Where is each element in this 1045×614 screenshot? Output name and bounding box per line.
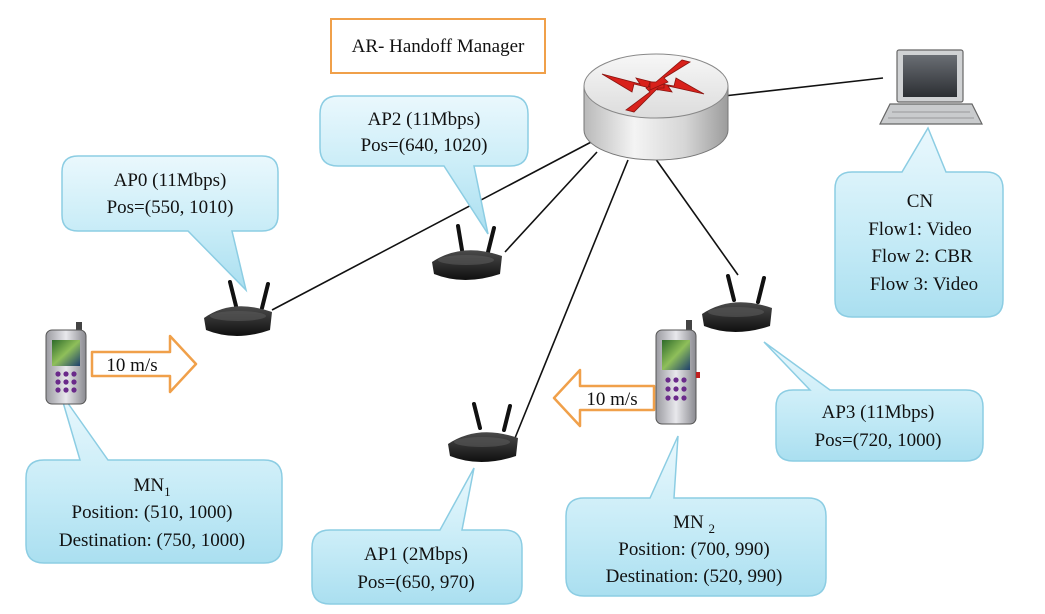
link-ap3-router [654, 157, 739, 276]
laptop-icon [879, 49, 983, 125]
mn1-callout: MN1 Position: (510, 1000) Destination: (… [25, 391, 283, 564]
link-ap0-router [271, 139, 596, 311]
link-ap1-router [514, 159, 629, 439]
ap1-callout: AP1 (2Mbps) Pos=(650, 970) [311, 467, 523, 605]
cn-flow-2: Flow 2: CBR [871, 246, 973, 267]
ap2-name: AP2 (11Mbps) [368, 109, 481, 130]
ap2-callout: AP2 (11Mbps) Pos=(640, 1020) [319, 95, 529, 235]
mn2-destination: Destination: (520, 990) [606, 566, 783, 587]
ap0-position: Pos=(550, 1010) [107, 197, 234, 218]
mn2-name-sub: 2 [708, 521, 715, 536]
mn2-position: Position: (700, 990) [618, 539, 769, 560]
handoff-manager-label: AR- Handoff Manager [352, 36, 525, 57]
handoff-manager-label-box: AR- Handoff Manager [330, 18, 546, 74]
ap0-callout: AP0 (11Mbps) Pos=(550, 1010) [61, 155, 279, 293]
mn2-phone-icon [655, 320, 700, 425]
ap3-callout: AP3 (11Mbps) Pos=(720, 1000) [763, 341, 984, 462]
mn1-position: Position: (510, 1000) [72, 502, 233, 523]
mn1-speed-label: 10 m/s [106, 355, 157, 376]
mn1-name-sub: 1 [164, 484, 171, 499]
link-ap2-router [504, 151, 598, 253]
mn1-destination: Destination: (750, 1000) [59, 530, 245, 551]
link-cn-router [705, 77, 884, 99]
mn2-callout: MN 2 Position: (700, 990) Destination: (… [565, 435, 827, 597]
ap1-router-icon [448, 402, 518, 462]
router-arrows-icon [601, 59, 705, 113]
cn-flow-3: Flow 3: Video [870, 274, 978, 295]
ap3-position: Pos=(720, 1000) [815, 430, 942, 451]
ap3-router-icon [702, 274, 772, 332]
ap0-router-icon [204, 280, 272, 336]
mn2-name-main: MN [673, 512, 708, 533]
mn2-speed-label: 10 m/s [586, 389, 637, 410]
ap0-name: AP0 (11Mbps) [114, 170, 227, 191]
mn2-direction-arrow: 10 m/s [552, 368, 656, 428]
ap2-router-icon [432, 224, 502, 280]
ap3-name: AP3 (11Mbps) [822, 402, 935, 423]
router [583, 53, 729, 161]
ap2-position: Pos=(640, 1020) [361, 135, 488, 156]
cn-callout: CN Flow1: Video Flow 2: CBR Flow 3: Vide… [834, 126, 1004, 318]
mn2-name: MN 2 [673, 512, 715, 536]
cn-name: CN [907, 191, 934, 212]
mn1-phone-icon [45, 322, 87, 405]
mn1-direction-arrow: 10 m/s [90, 334, 198, 394]
cn-flow-1: Flow1: Video [868, 219, 972, 240]
network-links [271, 77, 884, 439]
ap1-name: AP1 (2Mbps) [364, 544, 468, 565]
mn1-name-main: MN [133, 475, 164, 496]
mn1-name: MN1 [133, 475, 170, 499]
ap1-position: Pos=(650, 970) [357, 572, 474, 593]
